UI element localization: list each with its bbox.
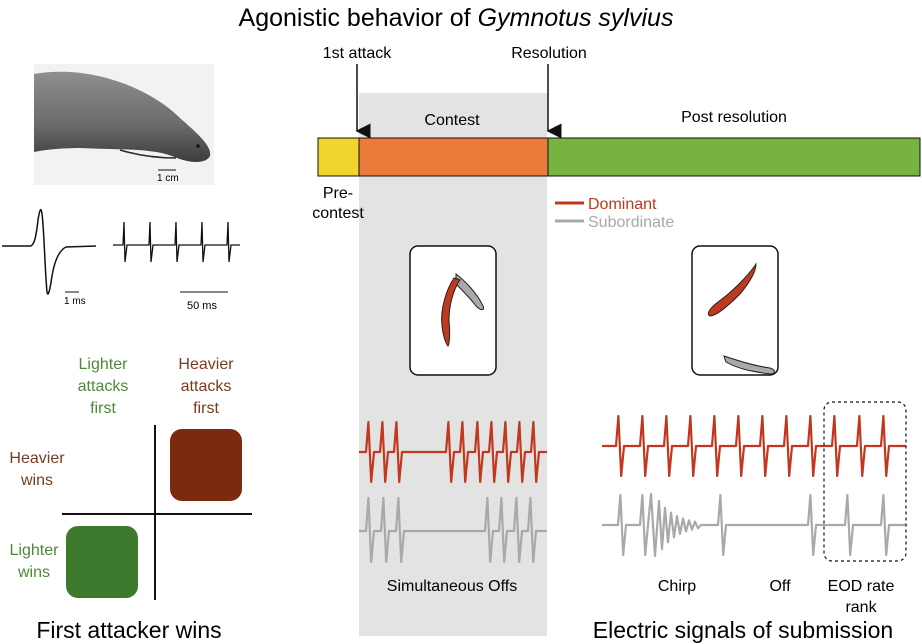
col-lighter-label-1: Lighter (79, 356, 129, 373)
row-heavier-label-1: Heavier (9, 450, 65, 467)
resolution-label: Resolution (511, 45, 587, 62)
post-resolution-label: Post resolution (681, 109, 787, 126)
first-attacker-wins-label: First attacker wins (36, 617, 221, 643)
post-resolution-arena (691, 245, 779, 376)
legend-dominant-label: Dominant (588, 196, 657, 213)
row-lighter-label-1: Lighter (10, 542, 60, 559)
eod-train-scale: 50 ms (187, 300, 217, 312)
row-lighter-label-2: wins (17, 564, 50, 581)
col-heavier-label-2: attacks (181, 378, 232, 395)
heavier-wins-square (170, 429, 242, 501)
eod-train-waveform: 50 ms (113, 221, 240, 312)
pre-contest-label-1: Pre- (323, 185, 353, 202)
col-lighter-label-3: first (90, 400, 116, 417)
chirp-label: Chirp (658, 578, 696, 595)
eod-rate-rank-label-2: rank (845, 599, 877, 616)
pre-contest-label-2: contest (312, 205, 364, 222)
contest-segment (358, 137, 549, 177)
figure-title: Agonistic behavior of Gymnotus sylvius (239, 4, 674, 32)
eod-rate-rank-label-1: EOD rate (828, 578, 895, 595)
post-subordinate-trace (602, 492, 906, 558)
electric-signals-label: Electric signals of submission (593, 617, 893, 643)
contest-arena (409, 245, 497, 376)
row-heavier-label-2: wins (20, 472, 53, 489)
contest-dominant-trace (359, 420, 547, 484)
contest-label: Contest (424, 112, 480, 129)
fish-photo: 1 cm (34, 64, 214, 185)
simultaneous-offs-label: Simultaneous Offs (387, 578, 517, 595)
col-heavier-label-1: Heavier (178, 356, 234, 373)
post-resolution-segment (547, 137, 921, 177)
attack-matrix: Lighter attacks first Heavier attacks fi… (9, 356, 252, 600)
eod-single-scale: 1 ms (64, 296, 86, 307)
eod-single-waveform: 1 ms (2, 208, 97, 307)
eod-rate-rank-box (823, 401, 907, 562)
photo-scale-label: 1 cm (157, 173, 179, 184)
contest-subordinate-trace (359, 496, 547, 564)
legend: Dominant Subordinate (555, 196, 674, 231)
lighter-wins-square (66, 526, 138, 598)
col-heavier-label-3: first (193, 400, 219, 417)
col-lighter-label-2: attacks (78, 378, 129, 395)
first-attack-label: 1st attack (323, 45, 392, 62)
off-label: Off (769, 578, 791, 595)
post-dominant-trace (602, 414, 906, 478)
signal-traces (359, 414, 906, 564)
legend-subordinate-label: Subordinate (588, 214, 674, 231)
pre-contest-segment (317, 137, 360, 177)
